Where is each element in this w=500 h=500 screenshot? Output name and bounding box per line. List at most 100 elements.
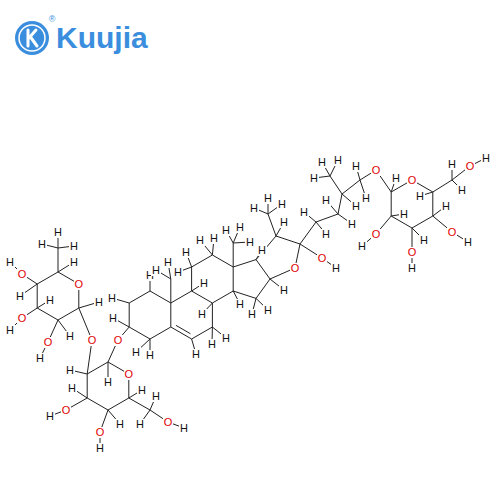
bond-line — [171, 291, 192, 303]
bond-line — [256, 236, 276, 260]
atom-label: H — [145, 350, 155, 361]
atom-label: H — [457, 185, 467, 196]
bond-line — [432, 192, 433, 216]
bond-line — [129, 291, 150, 303]
atom-label: O — [407, 175, 418, 186]
atom-label: O — [465, 161, 476, 172]
bond-line — [108, 398, 129, 410]
bond-line — [233, 267, 234, 291]
bond-line — [338, 194, 342, 214]
bond-line — [268, 214, 276, 236]
bond-line — [87, 374, 88, 398]
atom-label: O — [17, 313, 28, 324]
atom-label: O — [371, 229, 382, 240]
bond-line — [330, 176, 342, 194]
atom-label: H — [137, 385, 147, 396]
bond-line — [129, 327, 150, 339]
atom-label: H — [221, 225, 231, 236]
atom-label: O — [87, 335, 98, 346]
atom-label: O — [95, 427, 106, 438]
atom-label: O — [74, 279, 85, 290]
atom-label: H — [347, 219, 357, 230]
atom-label: H — [221, 333, 231, 344]
atom-label: H — [321, 195, 331, 206]
bond-line — [87, 362, 108, 374]
bond-line — [37, 308, 58, 320]
bond-line — [129, 303, 130, 327]
atom-label: H — [181, 247, 191, 258]
atom-label: H — [35, 353, 45, 364]
atom-label: H — [107, 293, 117, 304]
atom-label: O — [113, 335, 124, 346]
atom-label: H — [69, 257, 79, 268]
logo-text: Kuujia — [56, 21, 148, 55]
atom-label: H — [321, 229, 331, 240]
bond-line — [212, 255, 233, 267]
atom-label: H — [53, 227, 63, 238]
atom-label: H — [108, 313, 118, 324]
atom-label: H — [481, 153, 491, 164]
atom-label: H — [441, 201, 451, 212]
atom-label: H — [357, 241, 367, 252]
atom-label: H — [95, 443, 105, 454]
bond-line — [191, 267, 192, 291]
atom-label: H — [263, 305, 273, 316]
bond-line — [316, 214, 338, 222]
bond-line — [256, 260, 270, 279]
atom-label: H — [391, 173, 401, 184]
bond-line — [87, 398, 108, 410]
atom-label: H — [331, 263, 341, 274]
atom-label: H — [361, 193, 371, 204]
atom-label: H — [263, 193, 273, 204]
atom-label: H — [45, 411, 55, 422]
atom-label: H — [351, 201, 361, 212]
atom-label: H — [115, 419, 125, 430]
atom-label: O — [17, 269, 28, 280]
atom-label: H — [131, 347, 141, 358]
atom-label: H — [94, 297, 104, 308]
atom-label: O — [371, 165, 382, 176]
atom-label: H — [415, 191, 425, 202]
bond-line — [150, 327, 171, 339]
atom-label: H — [67, 383, 77, 394]
atom-label: O — [124, 369, 135, 380]
atom-label: H — [5, 257, 15, 268]
atom-label: H — [191, 349, 201, 360]
atom-label: H — [5, 325, 15, 336]
atom-label: H — [37, 239, 47, 250]
bond-line — [192, 327, 213, 339]
bond-line — [276, 236, 300, 244]
atom-label: H — [151, 391, 161, 402]
atom-label: H — [45, 295, 55, 306]
registered-mark: ® — [49, 14, 56, 24]
atom-label: H — [309, 173, 319, 184]
atom-label: H — [69, 241, 79, 252]
atom-label: H — [245, 237, 255, 248]
bond-line — [37, 272, 58, 284]
atom-label: H — [419, 235, 429, 246]
bond-line — [212, 291, 233, 303]
atom-label: H — [247, 309, 257, 320]
atom-label: H — [249, 203, 259, 214]
atom-label: O — [317, 253, 328, 264]
atom-label: H — [65, 331, 75, 342]
bond-line — [192, 255, 213, 267]
bond-line — [233, 260, 256, 267]
bond-line — [176, 325, 191, 333]
atom-label: H — [15, 291, 25, 302]
atom-label: H — [279, 285, 289, 296]
atom-label: O — [61, 405, 72, 416]
atom-label: O — [447, 227, 458, 238]
bond-line — [150, 291, 171, 303]
atom-label: H — [179, 423, 189, 434]
atom-label: H — [199, 278, 209, 289]
atom-label: H — [235, 299, 245, 310]
bond-line — [412, 216, 433, 228]
bond-line — [342, 180, 360, 194]
bond-line — [300, 222, 316, 244]
bond-line — [212, 303, 213, 327]
atom-label: H — [447, 159, 457, 170]
bond-line — [58, 308, 79, 320]
bond-line — [391, 192, 392, 216]
